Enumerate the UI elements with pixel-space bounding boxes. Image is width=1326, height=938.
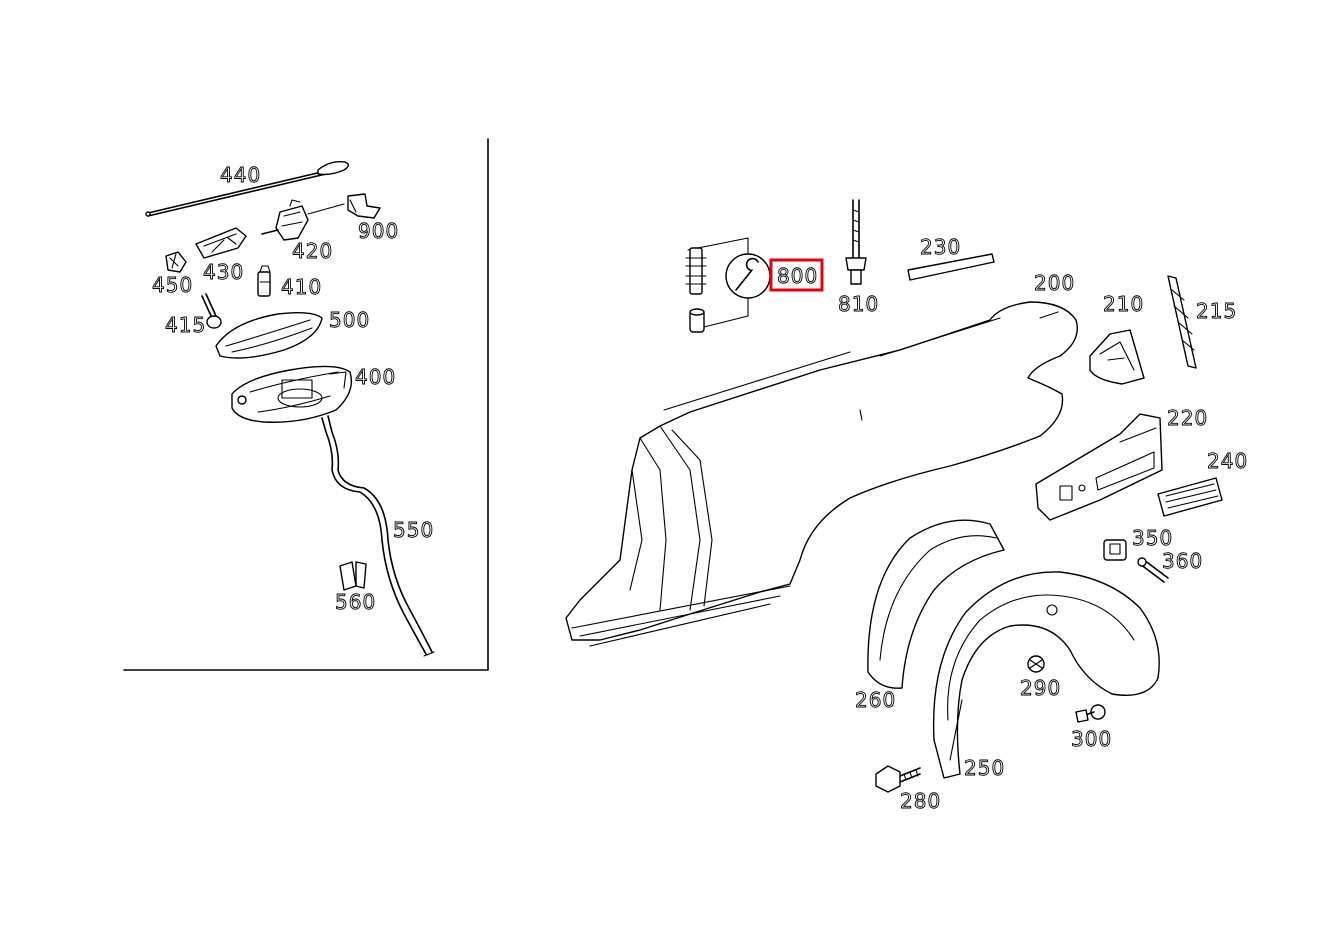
callout-290[interactable]: 290 <box>1020 676 1061 701</box>
callout-450[interactable]: 450 <box>152 273 193 298</box>
part-900-clip[interactable] <box>347 193 381 219</box>
inset-frame <box>123 138 489 671</box>
part-800-bolt-set[interactable] <box>685 237 749 333</box>
part-500-fuel-door[interactable] <box>215 311 323 359</box>
part-300-push-clip[interactable] <box>1075 704 1106 723</box>
highlight-box-800 <box>769 258 824 292</box>
part-360-screw[interactable] <box>1137 557 1169 583</box>
callout-250[interactable]: 250 <box>964 756 1005 781</box>
callout-280[interactable]: 280 <box>900 789 941 814</box>
callout-220[interactable]: 220 <box>1167 406 1208 431</box>
part-410-bumper[interactable] <box>257 265 271 297</box>
callout-410[interactable]: 410 <box>281 275 322 300</box>
part-810-long-bolt[interactable] <box>845 199 867 285</box>
part-200-rear-side-panel[interactable] <box>565 301 1078 647</box>
part-215-strip[interactable] <box>1167 275 1197 369</box>
part-400-filler-housing[interactable] <box>231 365 353 423</box>
part-250-wheelhouse[interactable] <box>932 571 1160 779</box>
part-280-bolt[interactable] <box>875 765 921 793</box>
callout-260[interactable]: 260 <box>855 688 896 713</box>
callout-415[interactable]: 415 <box>165 313 206 338</box>
callout-200[interactable]: 200 <box>1034 271 1075 296</box>
part-560-bracket[interactable] <box>339 561 367 591</box>
callout-900[interactable]: 900 <box>358 219 399 244</box>
part-450[interactable] <box>165 251 187 273</box>
callout-360[interactable]: 360 <box>1162 549 1203 574</box>
part-430-hinge[interactable] <box>195 227 247 259</box>
callout-800[interactable]: 800 <box>777 264 818 289</box>
part-220-inner-panel[interactable] <box>1035 413 1163 521</box>
callout-420[interactable]: 420 <box>292 239 333 264</box>
callout-550[interactable]: 550 <box>393 518 434 543</box>
part-415-pin[interactable] <box>201 293 222 329</box>
callout-500[interactable]: 500 <box>329 308 370 333</box>
callout-300[interactable]: 300 <box>1071 727 1112 752</box>
wrench-icon <box>725 253 771 299</box>
part-230-rod[interactable] <box>907 253 995 281</box>
part-290-grommet[interactable] <box>1027 655 1045 673</box>
callout-560[interactable]: 560 <box>335 590 376 615</box>
part-260-wheel-arch[interactable] <box>867 519 1005 689</box>
callout-230[interactable]: 230 <box>920 235 961 260</box>
callout-240[interactable]: 240 <box>1207 449 1248 474</box>
callout-215[interactable]: 215 <box>1196 299 1237 324</box>
part-240-grille[interactable] <box>1157 477 1223 517</box>
part-550-drain-hose[interactable] <box>321 415 435 657</box>
callout-400[interactable]: 400 <box>355 365 396 390</box>
callout-810[interactable]: 810 <box>838 292 879 317</box>
part-420-lock-actuator[interactable] <box>261 199 345 241</box>
callout-210[interactable]: 210 <box>1103 292 1144 317</box>
part-210-bracket[interactable] <box>1089 329 1145 385</box>
callout-440[interactable]: 440 <box>220 163 261 188</box>
callout-350[interactable]: 350 <box>1132 526 1173 551</box>
part-440-release-cable[interactable] <box>145 160 349 217</box>
callout-430[interactable]: 430 <box>203 260 244 285</box>
part-350-clip[interactable] <box>1103 539 1127 561</box>
